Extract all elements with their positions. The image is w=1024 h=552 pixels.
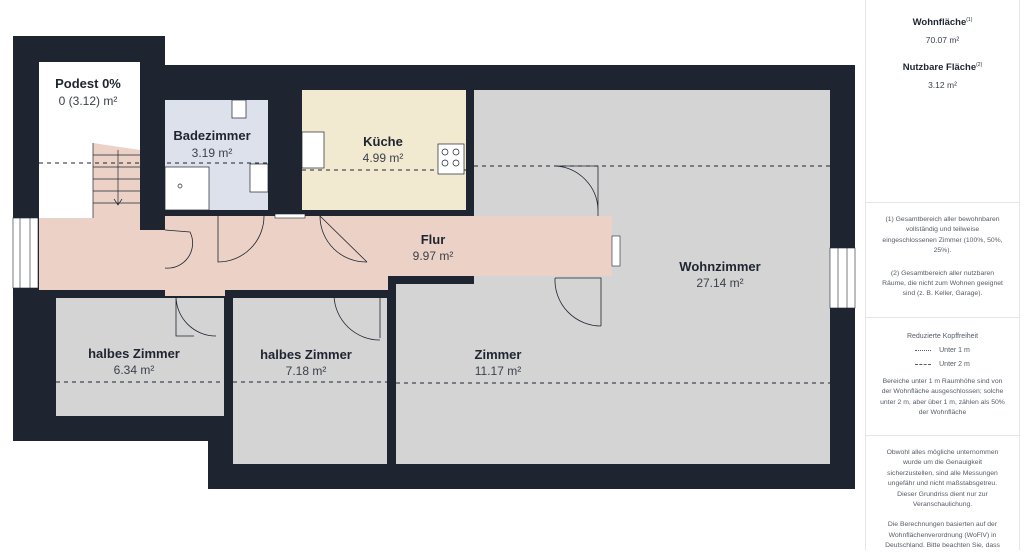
room-name-halbes-zimmer-1: halbes Zimmer [88, 346, 180, 361]
room-area-wohnzimmer: 27.14 m² [696, 276, 743, 290]
legend-row-under-2m: Unter 2 m [866, 361, 1019, 368]
stove-icon [437, 143, 465, 175]
headroom-legend-card: Reduzierte Kopffreiheit Unter 1 m Unter … [866, 318, 1019, 436]
floor-plan: Podest 0% 0 (3.12) m² Badezimmer 3.19 m²… [12, 36, 856, 489]
zimmer-room[interactable] [396, 284, 612, 464]
nutzbare-flaeche-title: Nutzbare Fläche(2) [902, 62, 983, 74]
disclaimer-text: Obwohl alles mögliche unternommen wurde … [886, 449, 999, 509]
room-area-podest: 0 (3.12) m² [59, 94, 118, 108]
sink-icon [249, 163, 269, 193]
doors [164, 165, 602, 341]
wohnflaeche-title: Wohnfläche(1) [912, 17, 973, 29]
footnote-2: (2) Gesamtbereich aller nutzbaren Räume,… [882, 269, 1003, 298]
halbes-zimmer-1-room[interactable] [56, 298, 224, 416]
disclaimer-card: Obwohl alles mögliche unternommen wurde … [866, 436, 1019, 550]
room-area-halbes-zimmer-1: 6.34 m² [114, 363, 155, 377]
legend-explanation: Bereiche unter 1 m Raumhöhe sind von der… [880, 378, 1005, 417]
room-name-zimmer: Zimmer [475, 347, 522, 362]
toilet-icon [231, 99, 247, 119]
room-name-flur: Flur [421, 232, 446, 247]
room-area-kueche: 4.99 m² [363, 151, 404, 165]
legend-label-under-1m: Unter 1 m [939, 347, 970, 354]
room-name-kueche: Küche [363, 134, 403, 149]
info-sidebar: Wohnfläche(1) 70.07 m² Nutzbare Fläche(2… [865, 0, 1020, 550]
area-summary-card: Wohnfläche(1) 70.07 m² Nutzbare Fläche(2… [866, 0, 1019, 203]
fixtures [164, 99, 465, 211]
disclaimer-text-2: Die Berechnungen basierten auf der Wohnf… [885, 521, 1000, 550]
footnote-1: (1) Gesamtbereich aller bewohnbaren voll… [882, 216, 1003, 255]
wohnflaeche-value: 70.07 m² [925, 35, 960, 46]
room-area-halbes-zimmer-2: 7.18 m² [286, 364, 327, 378]
flur-room[interactable] [39, 216, 612, 296]
halbes-zimmer-2-room[interactable] [233, 298, 387, 464]
legend-label-under-2m: Unter 2 m [939, 361, 970, 368]
room-name-wohnzimmer: Wohnzimmer [679, 259, 760, 274]
room-fills [39, 62, 830, 464]
room-area-badezimmer: 3.19 m² [192, 146, 233, 160]
room-area-flur: 9.97 m² [413, 249, 454, 263]
shower-icon [164, 166, 210, 211]
stairs [93, 143, 140, 218]
legend-title: Reduzierte Kopffreiheit [906, 333, 979, 340]
room-name-halbes-zimmer-2: halbes Zimmer [260, 347, 352, 362]
kitchen-sink-icon [301, 131, 325, 169]
room-area-zimmer: 11.17 m² [475, 364, 521, 378]
footnotes-card: (1) Gesamtbereich aller bewohnbaren voll… [866, 203, 1019, 318]
legend-row-under-1m: Unter 1 m [866, 347, 1019, 354]
dashed-line-icon [915, 364, 932, 365]
nutzbare-flaeche-value: 3.12 m² [928, 80, 957, 91]
windows [12, 213, 856, 309]
room-name-badezimmer: Badezimmer [173, 128, 250, 143]
room-labels: Podest 0% 0 (3.12) m² Badezimmer 3.19 m²… [55, 76, 761, 378]
stair-treads [92, 143, 140, 218]
dotted-line-icon [915, 350, 932, 351]
room-name-podest: Podest 0% [55, 76, 121, 91]
